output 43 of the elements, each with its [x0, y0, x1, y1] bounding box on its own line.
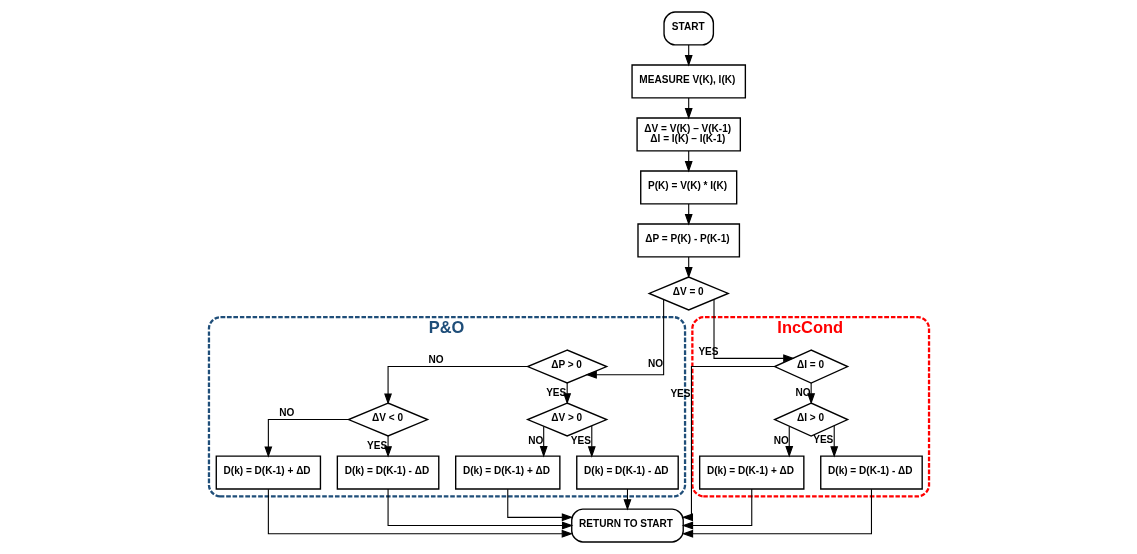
node-diamond: ΔV < 0 [346, 402, 429, 437]
node-box: P(K) = V(K) * I(K) [639, 170, 737, 205]
edge-label: YES [669, 387, 691, 399]
node-diamond: ΔP > 0 [525, 349, 608, 384]
arrow [681, 488, 752, 530]
arrow [383, 435, 392, 458]
arrow [681, 488, 872, 538]
arrow [263, 419, 349, 458]
arrow [267, 488, 573, 538]
node-box: MEASURE V(K), I(K) [630, 64, 746, 99]
node-box: START [662, 11, 714, 46]
arrow [712, 298, 795, 363]
arrow [387, 488, 573, 530]
arrow [587, 425, 596, 458]
edge-label: YES [570, 434, 591, 446]
node-box: RETURN TO START [570, 508, 684, 543]
edge-label: NO [527, 434, 543, 446]
node-box: D(k) = D(K-1) + ΔD [454, 455, 561, 490]
edge-label: YES [366, 439, 387, 451]
arrow [829, 425, 838, 458]
arrow [784, 425, 793, 458]
node-box: D(k) = D(K-1) + ΔD [698, 455, 805, 490]
edge-label: NO [278, 406, 294, 418]
edge-label: NO [795, 386, 811, 398]
node-box: ΔP = P(K) - P(K-1) [636, 223, 740, 258]
edge-label: YES [545, 386, 566, 398]
edge-label: YES [812, 434, 833, 446]
node-diamond: ΔI = 0 [772, 349, 849, 384]
node-box: D(k) = D(K-1) - ΔD [575, 455, 679, 490]
node-box: D(k) = D(K-1) + ΔD [215, 455, 321, 490]
node-box: D(k) = D(K-1) - ΔD [819, 455, 923, 490]
arrow [383, 366, 528, 405]
arrow [506, 488, 573, 522]
arrow [539, 425, 548, 458]
arrow [681, 366, 775, 522]
node-box: ΔV = V(K) – V(K-1) ΔI = I(K) – I(K-1) [635, 117, 741, 152]
edge-label: NO [773, 434, 789, 446]
edge-label: NO [647, 358, 663, 369]
edge-label: NO [428, 353, 444, 365]
node-box: D(k) = D(K-1) - ΔD [336, 455, 439, 490]
node-diamond: ΔV > 0 [525, 402, 608, 437]
node-diamond: ΔV = 0 [646, 276, 730, 311]
arrow [585, 299, 664, 379]
